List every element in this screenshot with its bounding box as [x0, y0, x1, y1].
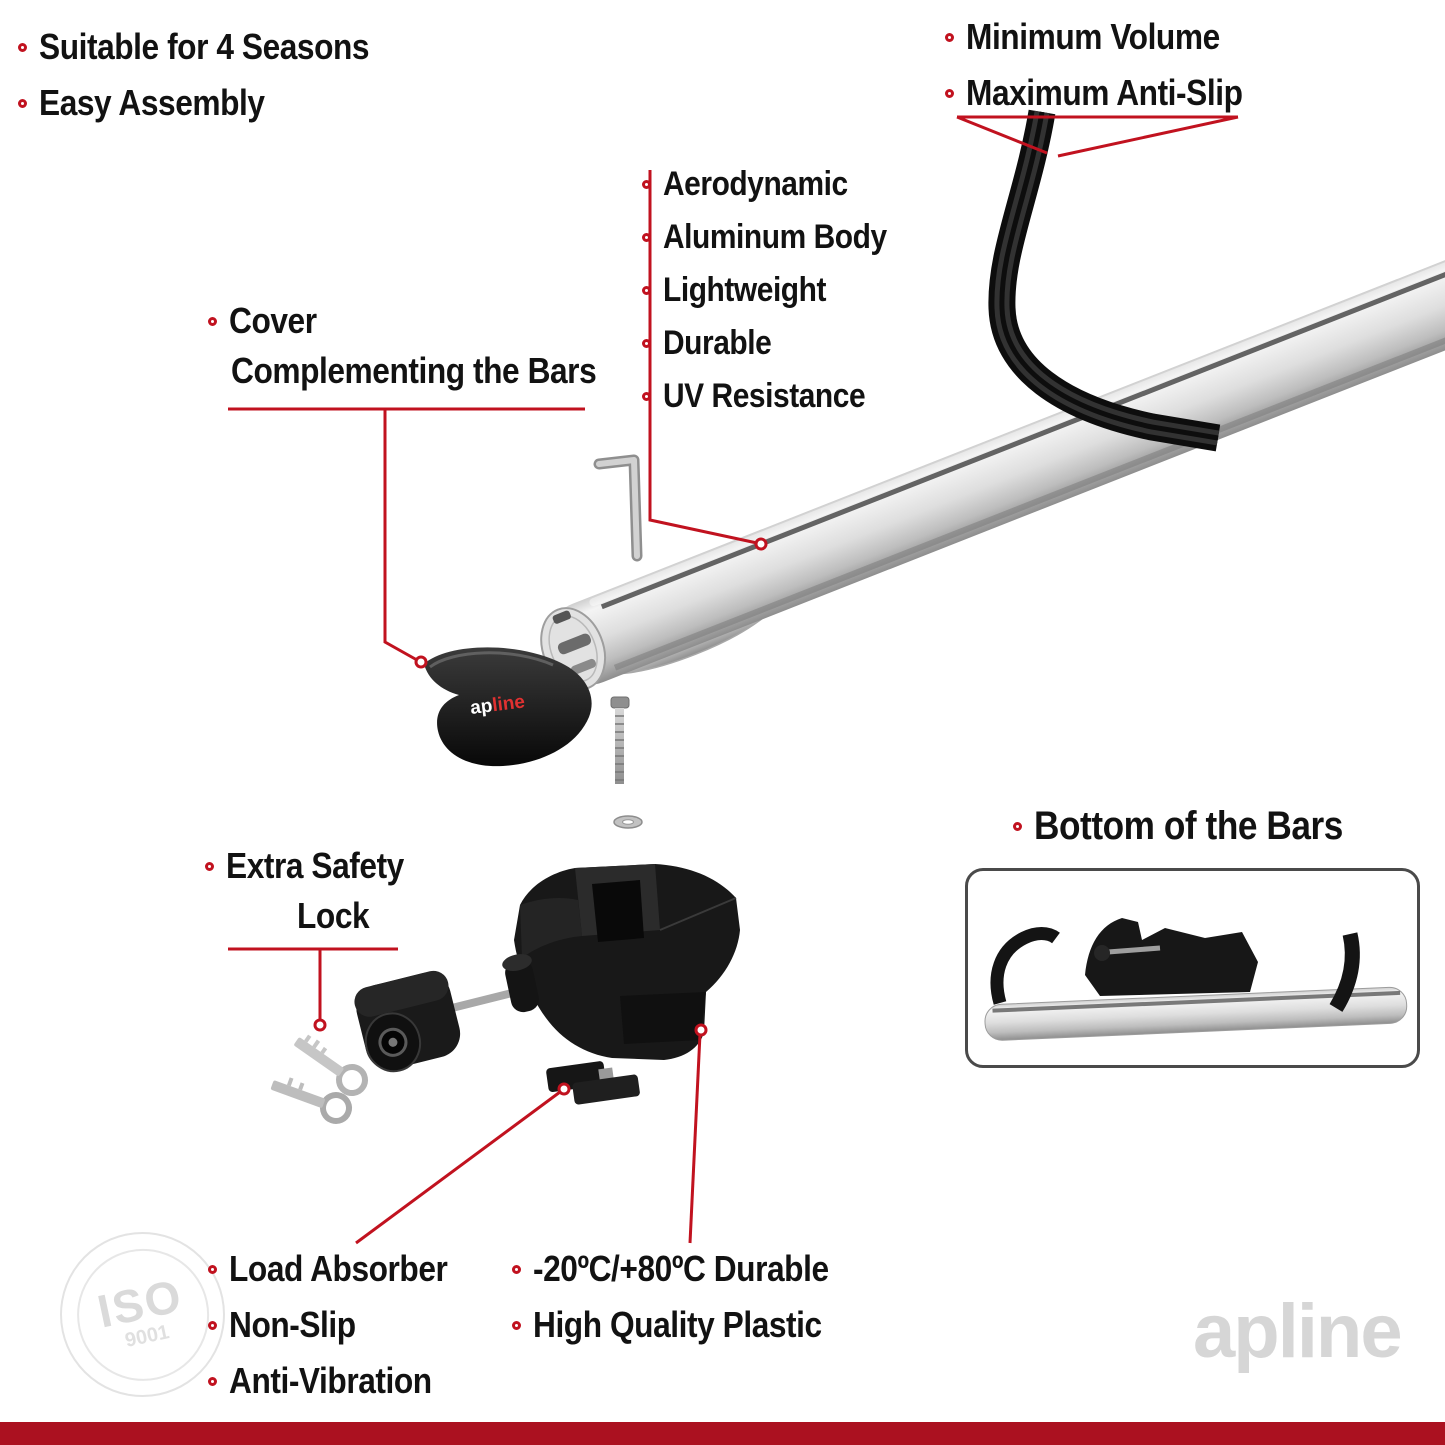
leader-lines — [228, 115, 1239, 1245]
iso-title: ISO — [93, 1268, 188, 1338]
feature-label: Aerodynamic — [663, 165, 848, 203]
feature-label: Load Absorber — [229, 1248, 448, 1289]
list-item: Anti-Vibration — [208, 1360, 477, 1402]
list-item: Maximum Anti-Slip — [945, 72, 1280, 114]
bullet-ring-icon — [208, 1264, 217, 1274]
list-item: High Quality Plastic — [512, 1304, 869, 1346]
brand-watermark-part1: ap — [1193, 1289, 1280, 1374]
washer-illustration — [613, 815, 643, 829]
bullet-ring-icon — [1013, 821, 1022, 831]
leader-bar-features — [648, 170, 758, 545]
list-item: Aluminum Body — [642, 217, 917, 257]
foot-clamp-illustration — [514, 864, 740, 1060]
list-item: UV Resistance — [642, 376, 917, 416]
cover-illustration: apline — [424, 647, 592, 767]
foot-feature-list: Load Absorber Non-Slip Anti-Vibration — [208, 1248, 477, 1402]
bullet-ring-icon — [642, 338, 651, 348]
bottom-red-strip — [0, 1422, 1445, 1445]
bullet-ring-icon — [642, 232, 651, 242]
brand-watermark: apline — [1193, 1288, 1403, 1375]
list-item: Easy Assembly — [18, 82, 414, 124]
bullet-ring-icon — [945, 32, 954, 42]
bullet-ring-icon — [945, 88, 954, 98]
callout-label: Lock — [297, 895, 370, 936]
clamp-bracket-illustration — [546, 1061, 640, 1105]
bullet-ring-icon — [208, 316, 217, 326]
brand-watermark-part2: line — [1277, 1289, 1403, 1374]
rubber-strip-illustration — [988, 109, 1221, 452]
bar-feature-list: Aerodynamic Aluminum Body Lightweight Du… — [642, 164, 917, 429]
bottom-of-bars-callout: Bottom of the Bars — [1013, 803, 1385, 849]
aluminum-bar-illustration — [540, 223, 1445, 691]
list-item: Non-Slip — [208, 1304, 477, 1346]
list-item: Lock — [297, 895, 428, 937]
keys-illustration — [270, 1034, 368, 1124]
bullet-ring-icon — [208, 1320, 217, 1330]
bullet-ring-icon — [18, 98, 27, 108]
list-item: Durable — [642, 323, 917, 363]
list-item: Load Absorber — [208, 1248, 477, 1290]
bottom-of-bars-illustration — [984, 918, 1408, 1041]
list-item: -20ºC/+80ºC Durable — [512, 1248, 869, 1290]
cover-brand-logo: apline — [469, 691, 526, 719]
plastic-feature-list: -20ºC/+80ºC Durable High Quality Plastic — [512, 1248, 869, 1346]
leader-anti-slip — [956, 115, 1239, 158]
feature-label: Aluminum Body — [663, 218, 887, 256]
feature-label: Lightweight — [663, 271, 827, 309]
cover-callout: Cover Complementing the Bars — [208, 300, 646, 392]
iso-stamp-inner: ISO 9001 — [64, 1236, 221, 1393]
feature-label: Suitable for 4 Seasons — [39, 26, 370, 67]
bullet-ring-icon — [642, 285, 651, 295]
top-left-feature-list: Suitable for 4 Seasons Easy Assembly — [18, 26, 414, 124]
top-right-feature-list: Minimum Volume Maximum Anti-Slip — [945, 16, 1280, 114]
bullet-ring-icon — [18, 42, 27, 52]
allen-key-illustration — [593, 454, 643, 562]
lock-callout: Extra Safety Lock — [205, 845, 428, 937]
list-item: Minimum Volume — [945, 16, 1280, 58]
list-item: Suitable for 4 Seasons — [18, 26, 414, 68]
leader-plastic — [688, 1033, 702, 1244]
list-item: Cover — [208, 300, 646, 342]
bullet-ring-icon — [208, 1376, 217, 1386]
bullet-ring-icon — [205, 861, 214, 871]
callout-label: Complementing the Bars — [231, 350, 597, 391]
cover-logo-part1: ap — [469, 695, 494, 719]
bottom-of-bars-box — [965, 868, 1420, 1068]
feature-label: Minimum Volume — [966, 16, 1220, 57]
bullet-ring-icon — [512, 1264, 521, 1274]
leader-endpoint-rings — [313, 537, 768, 1096]
feature-label: -20ºC/+80ºC Durable — [533, 1248, 829, 1289]
feature-label: Easy Assembly — [39, 82, 265, 123]
leader-lock — [228, 947, 398, 1020]
feature-label: Durable — [663, 324, 772, 362]
bullet-ring-icon — [642, 179, 651, 189]
list-item: Extra Safety — [205, 845, 428, 887]
cover-logo-part2: line — [491, 691, 526, 716]
bolt-illustration — [610, 696, 630, 784]
bullet-ring-icon — [642, 391, 651, 401]
safety-lock-illustration — [354, 954, 539, 1073]
feature-label: UV Resistance — [663, 377, 866, 415]
feature-label: Anti-Vibration — [229, 1360, 432, 1401]
list-item: Lightweight — [642, 270, 917, 310]
feature-label: Non-Slip — [229, 1304, 356, 1345]
feature-label: Maximum Anti-Slip — [966, 72, 1243, 113]
list-item: Complementing the Bars — [231, 350, 646, 392]
bullet-ring-icon — [512, 1320, 521, 1330]
leader-cover — [228, 407, 585, 662]
callout-label: Extra Safety — [226, 845, 404, 886]
list-item: Aerodynamic — [642, 164, 917, 204]
callout-label: Cover — [229, 300, 317, 341]
feature-label: High Quality Plastic — [533, 1304, 822, 1345]
callout-label: Bottom of the Bars — [1034, 804, 1343, 848]
leader-load-absorber — [355, 1090, 561, 1245]
